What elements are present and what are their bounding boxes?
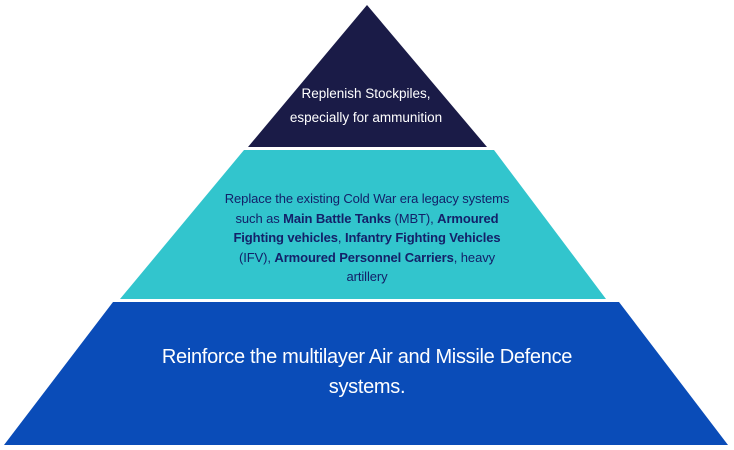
tier-middle-line-1: Replace the existing Cold War era legacy…	[181, 189, 553, 209]
tier-top-label: Replenish Stockpiles, especially for amm…	[236, 82, 496, 130]
tier-middle-label: Replace the existing Cold War era legacy…	[181, 189, 553, 287]
tier-middle-shape	[120, 150, 606, 299]
tier-top-line-1: Replenish Stockpiles,	[301, 86, 431, 101]
tier-bottom-line-1: Reinforce the multilayer Air and Missile…	[161, 346, 573, 368]
tier-bottom-label: Reinforce the multilayer Air and Missile…	[127, 342, 607, 402]
tier-top-line-2: especially for ammunition	[289, 110, 443, 125]
tier-middle-line-2: such as Main Battle Tanks (MBT), Armoure…	[181, 209, 553, 229]
tier-top-shape	[248, 5, 487, 147]
text-segment: Fighting vehicles	[233, 230, 338, 245]
text-segment: Replace the existing Cold War era legacy…	[224, 191, 510, 206]
text-segment: , heavy	[453, 249, 495, 265]
text-segment: ,	[337, 230, 345, 245]
tier-bottom-line-2: systems.	[328, 376, 406, 398]
tier-middle-line-4: (IFV), Armoured Personnel Carriers, heav…	[181, 248, 553, 268]
text-segment: (IFV),	[239, 249, 275, 265]
text-segment: Infantry Fighting Vehicles	[344, 230, 501, 245]
text-segment: (MBT),	[391, 210, 438, 226]
text-segment: Armoured	[437, 210, 499, 226]
text-segment: such as	[235, 210, 284, 226]
tier-middle-line-5: artillery	[181, 267, 553, 287]
tier-middle-line-3: Fighting vehicles, Infantry Fighting Veh…	[181, 228, 553, 248]
tier-bottom-shape	[4, 302, 728, 445]
text-segment: Main Battle Tanks	[283, 210, 392, 226]
text-segment: Armoured Personnel Carriers	[274, 249, 454, 265]
text-segment: artillery	[346, 269, 388, 284]
